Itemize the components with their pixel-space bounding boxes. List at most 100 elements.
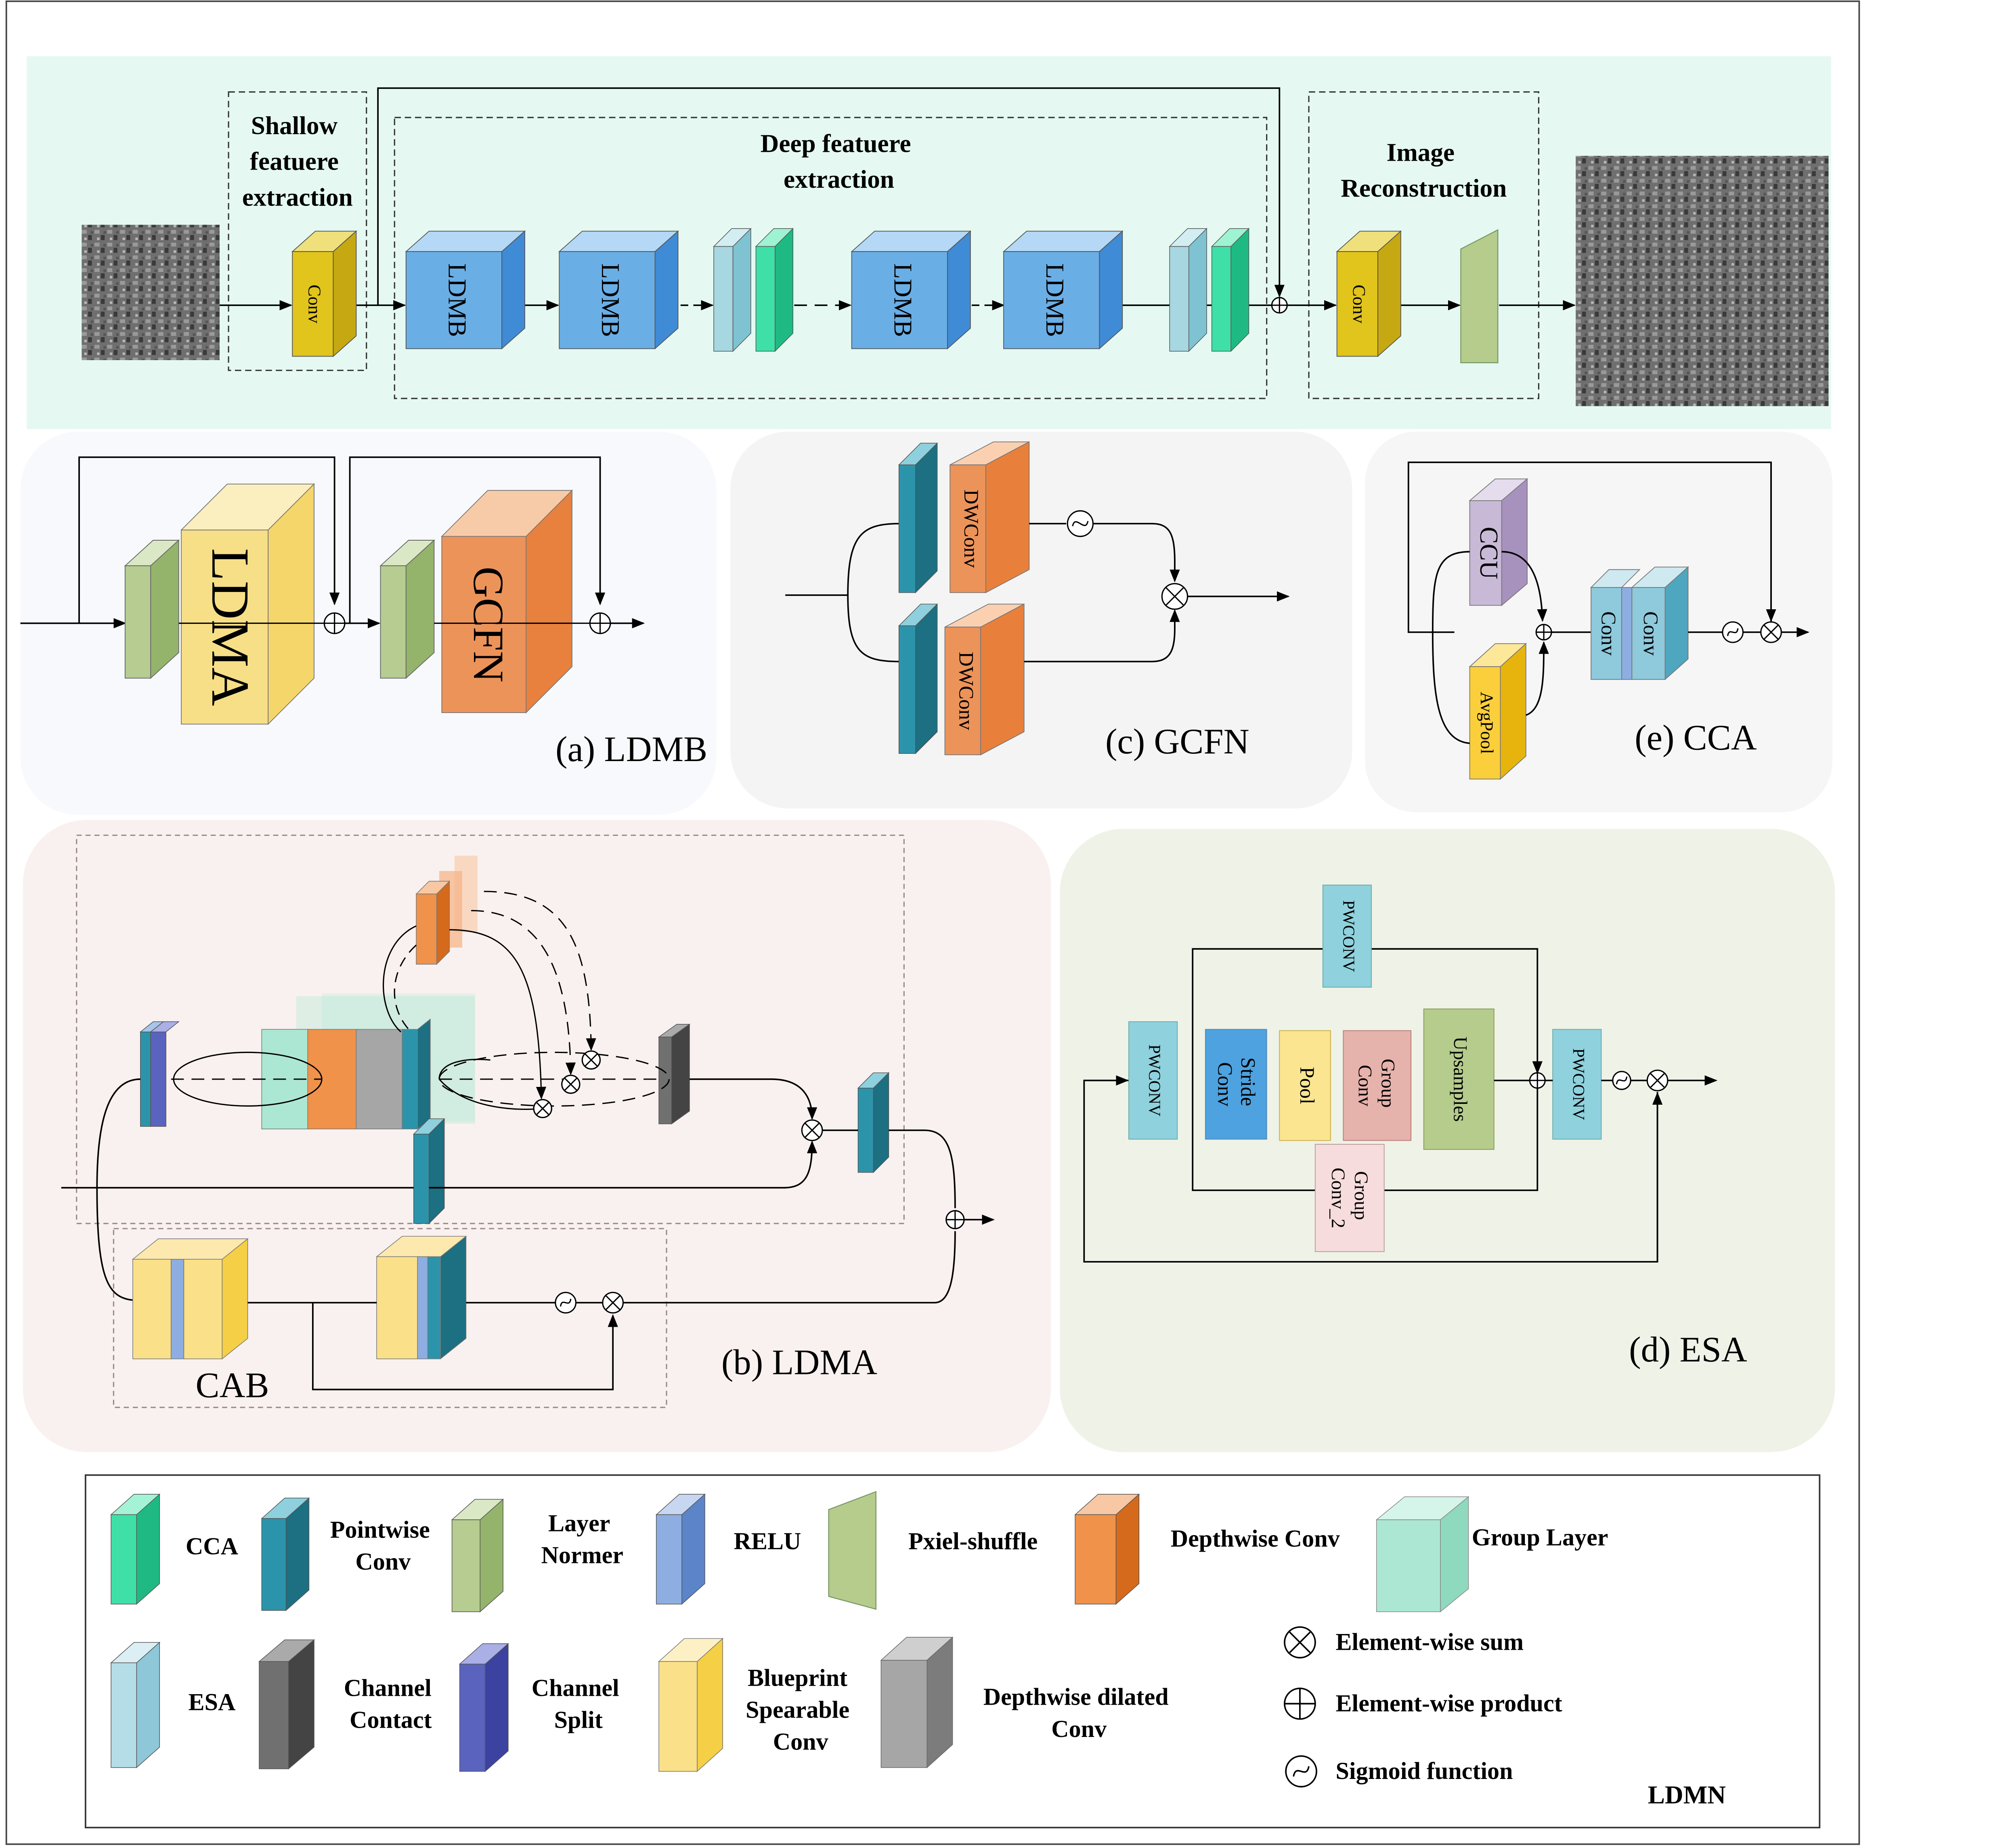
ldma-pointwise-bottom xyxy=(413,1118,445,1225)
legend-blueprint-label: Blueprint Spearable Conv xyxy=(746,1664,855,1755)
legend-pixel-shuffle-icon xyxy=(828,1491,877,1610)
legend-layer-norm-label: Layer Normer xyxy=(541,1510,623,1569)
svg-text:CCU: CCU xyxy=(1475,527,1503,579)
esa-group-conv-2: Group Conv_2 xyxy=(1314,1144,1385,1252)
svg-text:LDMB: LDMB xyxy=(443,263,471,337)
legend-pointwise-icon xyxy=(261,1497,310,1611)
ldmb-block-4: LDMB xyxy=(1002,230,1124,350)
ldma-panel-bg xyxy=(23,820,1051,1452)
svg-text:PWCONV: PWCONV xyxy=(1146,1045,1164,1116)
ldma-block: LDMA xyxy=(180,483,315,725)
legend-channel-contact-label: Channel Contact xyxy=(344,1674,438,1733)
ldma-caption: (b) LDMA xyxy=(721,1342,877,1382)
legend-dilated-icon xyxy=(880,1636,954,1768)
output-image xyxy=(1576,155,1829,406)
esa-upsamples: Upsamples xyxy=(1423,1008,1495,1150)
shallow-conv-label: Conv xyxy=(305,285,325,324)
legend-cca-label: CCA xyxy=(186,1532,238,1559)
svg-text:Group Conv_2: Group Conv_2 xyxy=(1327,1168,1371,1228)
ldmb-block-2: LDMB xyxy=(558,230,679,350)
legend-sigmoid-label: Sigmoid function xyxy=(1335,1757,1513,1784)
esa-panel: PWCONV PWCONV Stride Conv Pool Group Con… xyxy=(1060,829,1835,1452)
ldma-attention-box xyxy=(76,835,905,1224)
shallow-extraction-label: Shallow featuere extraction xyxy=(242,111,353,211)
gcfn-dwconv-1: DWConv xyxy=(950,441,1030,594)
gcfn-pointwise-1 xyxy=(898,442,938,594)
legend-channel-contact-icon xyxy=(258,1639,315,1770)
svg-text:AvgPool: AvgPool xyxy=(1477,692,1497,754)
legend-pointwise-label: Pointwise Conv xyxy=(330,1516,436,1575)
cab-label: CAB xyxy=(196,1366,269,1405)
svg-text:Stride Conv: Stride Conv xyxy=(1214,1057,1259,1112)
cca-relu xyxy=(1621,587,1633,680)
legend-channel-split-icon xyxy=(459,1643,509,1772)
ldmb-block-1: LDMB xyxy=(405,230,526,350)
svg-text:PWCONV: PWCONV xyxy=(1570,1048,1588,1120)
ldmb-layernorm-1 xyxy=(124,539,180,679)
ldmb-caption: (a) LDMB xyxy=(555,730,707,769)
legend-group-layer-icon xyxy=(1375,1496,1469,1613)
reconstruction-label: Image Reconstruction xyxy=(1341,138,1507,203)
cca-caption: (e) CCA xyxy=(1635,718,1757,758)
ldmb-panel: LDMA GCFN (a) LDMB xyxy=(20,432,717,815)
ldma-channel-contact xyxy=(658,1024,691,1125)
esa-stride-conv: Stride Conv xyxy=(1205,1029,1267,1140)
cab-blueprint-1 xyxy=(132,1238,249,1360)
reconstruction-conv-block: Conv xyxy=(1336,230,1402,357)
svg-text:DWConv: DWConv xyxy=(960,490,983,568)
esa-pwconv-left: PWCONV xyxy=(1128,1021,1178,1140)
legend: CCA Pointwise Conv Layer Normer RELU Pxi… xyxy=(84,1474,1821,1829)
svg-text:LDMB: LDMB xyxy=(596,263,625,337)
legend-sum-label: Element-wise sum xyxy=(1335,1628,1524,1655)
cca-conv-block-2: Conv xyxy=(1631,566,1689,680)
esa-cca-pair-1 xyxy=(713,228,794,352)
svg-text:Upsamples: Upsamples xyxy=(1449,1036,1470,1122)
legend-dilated-label: Depthwise dilated Conv xyxy=(983,1683,1175,1742)
esa-group-conv: Group Conv xyxy=(1343,1030,1412,1141)
deep-extraction-label: Deep featuere extraction xyxy=(761,129,918,193)
legend-esa-label: ESA xyxy=(189,1688,236,1715)
svg-text:Conv: Conv xyxy=(1597,611,1620,656)
legend-depthwise-icon xyxy=(1074,1494,1140,1605)
ldma-channel-split xyxy=(139,1021,180,1127)
legend-depthwise-label: Depthwise Conv xyxy=(1171,1525,1340,1552)
gcfn-dwconv-2: DWConv xyxy=(944,603,1025,755)
ldma-pointwise-right xyxy=(857,1072,890,1173)
cca-conv-block-1: Conv xyxy=(1590,569,1641,680)
gcfn-pointwise-2 xyxy=(898,603,938,755)
ldmb-layernorm-2 xyxy=(379,539,435,679)
legend-blueprint-icon xyxy=(658,1638,724,1772)
ldma-group-block xyxy=(261,1018,431,1130)
gcfn-panel: DWConv DWConv (c) GCFN xyxy=(730,432,1352,809)
svg-text:LDMB: LDMB xyxy=(889,263,917,337)
svg-text:Pool: Pool xyxy=(1296,1067,1318,1104)
ldma-panel: CAB (b) LDMA xyxy=(23,820,1051,1452)
network-name-label: LDMN xyxy=(1648,1781,1726,1809)
esa-pool: Pool xyxy=(1279,1030,1331,1141)
reconstruction-box xyxy=(1308,91,1540,399)
gcfn-label: GCFN xyxy=(464,566,512,682)
legend-relu-label: RELU xyxy=(734,1527,801,1554)
gcfn-block: GCFN xyxy=(441,489,573,714)
cab-blueprint-2 xyxy=(375,1235,467,1360)
shallow-extraction-box xyxy=(228,91,367,371)
legend-channel-split-label: Channel Split xyxy=(532,1674,625,1733)
ccu-block: CCU xyxy=(1469,478,1528,606)
legend-product-label: Element-wise product xyxy=(1335,1690,1562,1717)
svg-text:PWCONV: PWCONV xyxy=(1340,900,1358,972)
legend-layer-norm-icon xyxy=(451,1498,504,1613)
svg-text:Group Conv: Group Conv xyxy=(1354,1059,1398,1112)
gcfn-caption: (c) GCFN xyxy=(1105,722,1249,761)
avgpool-block: AvgPool xyxy=(1469,643,1527,780)
svg-text:LDMB: LDMB xyxy=(1041,263,1069,337)
svg-text:Conv: Conv xyxy=(1349,285,1369,324)
legend-group-layer-label: Group Layer xyxy=(1472,1523,1608,1550)
legend-relu-icon xyxy=(655,1494,706,1605)
gcfn-panel-bg xyxy=(730,432,1352,809)
legend-pixel-shuffle-label: Pxiel-shuffle xyxy=(908,1527,1038,1554)
ldma-upper-depthwise xyxy=(415,856,478,965)
esa-pwconv-top: PWCONV xyxy=(1322,885,1372,988)
ldma-label: LDMA xyxy=(201,548,260,706)
shallow-conv-block: Conv xyxy=(291,230,357,357)
